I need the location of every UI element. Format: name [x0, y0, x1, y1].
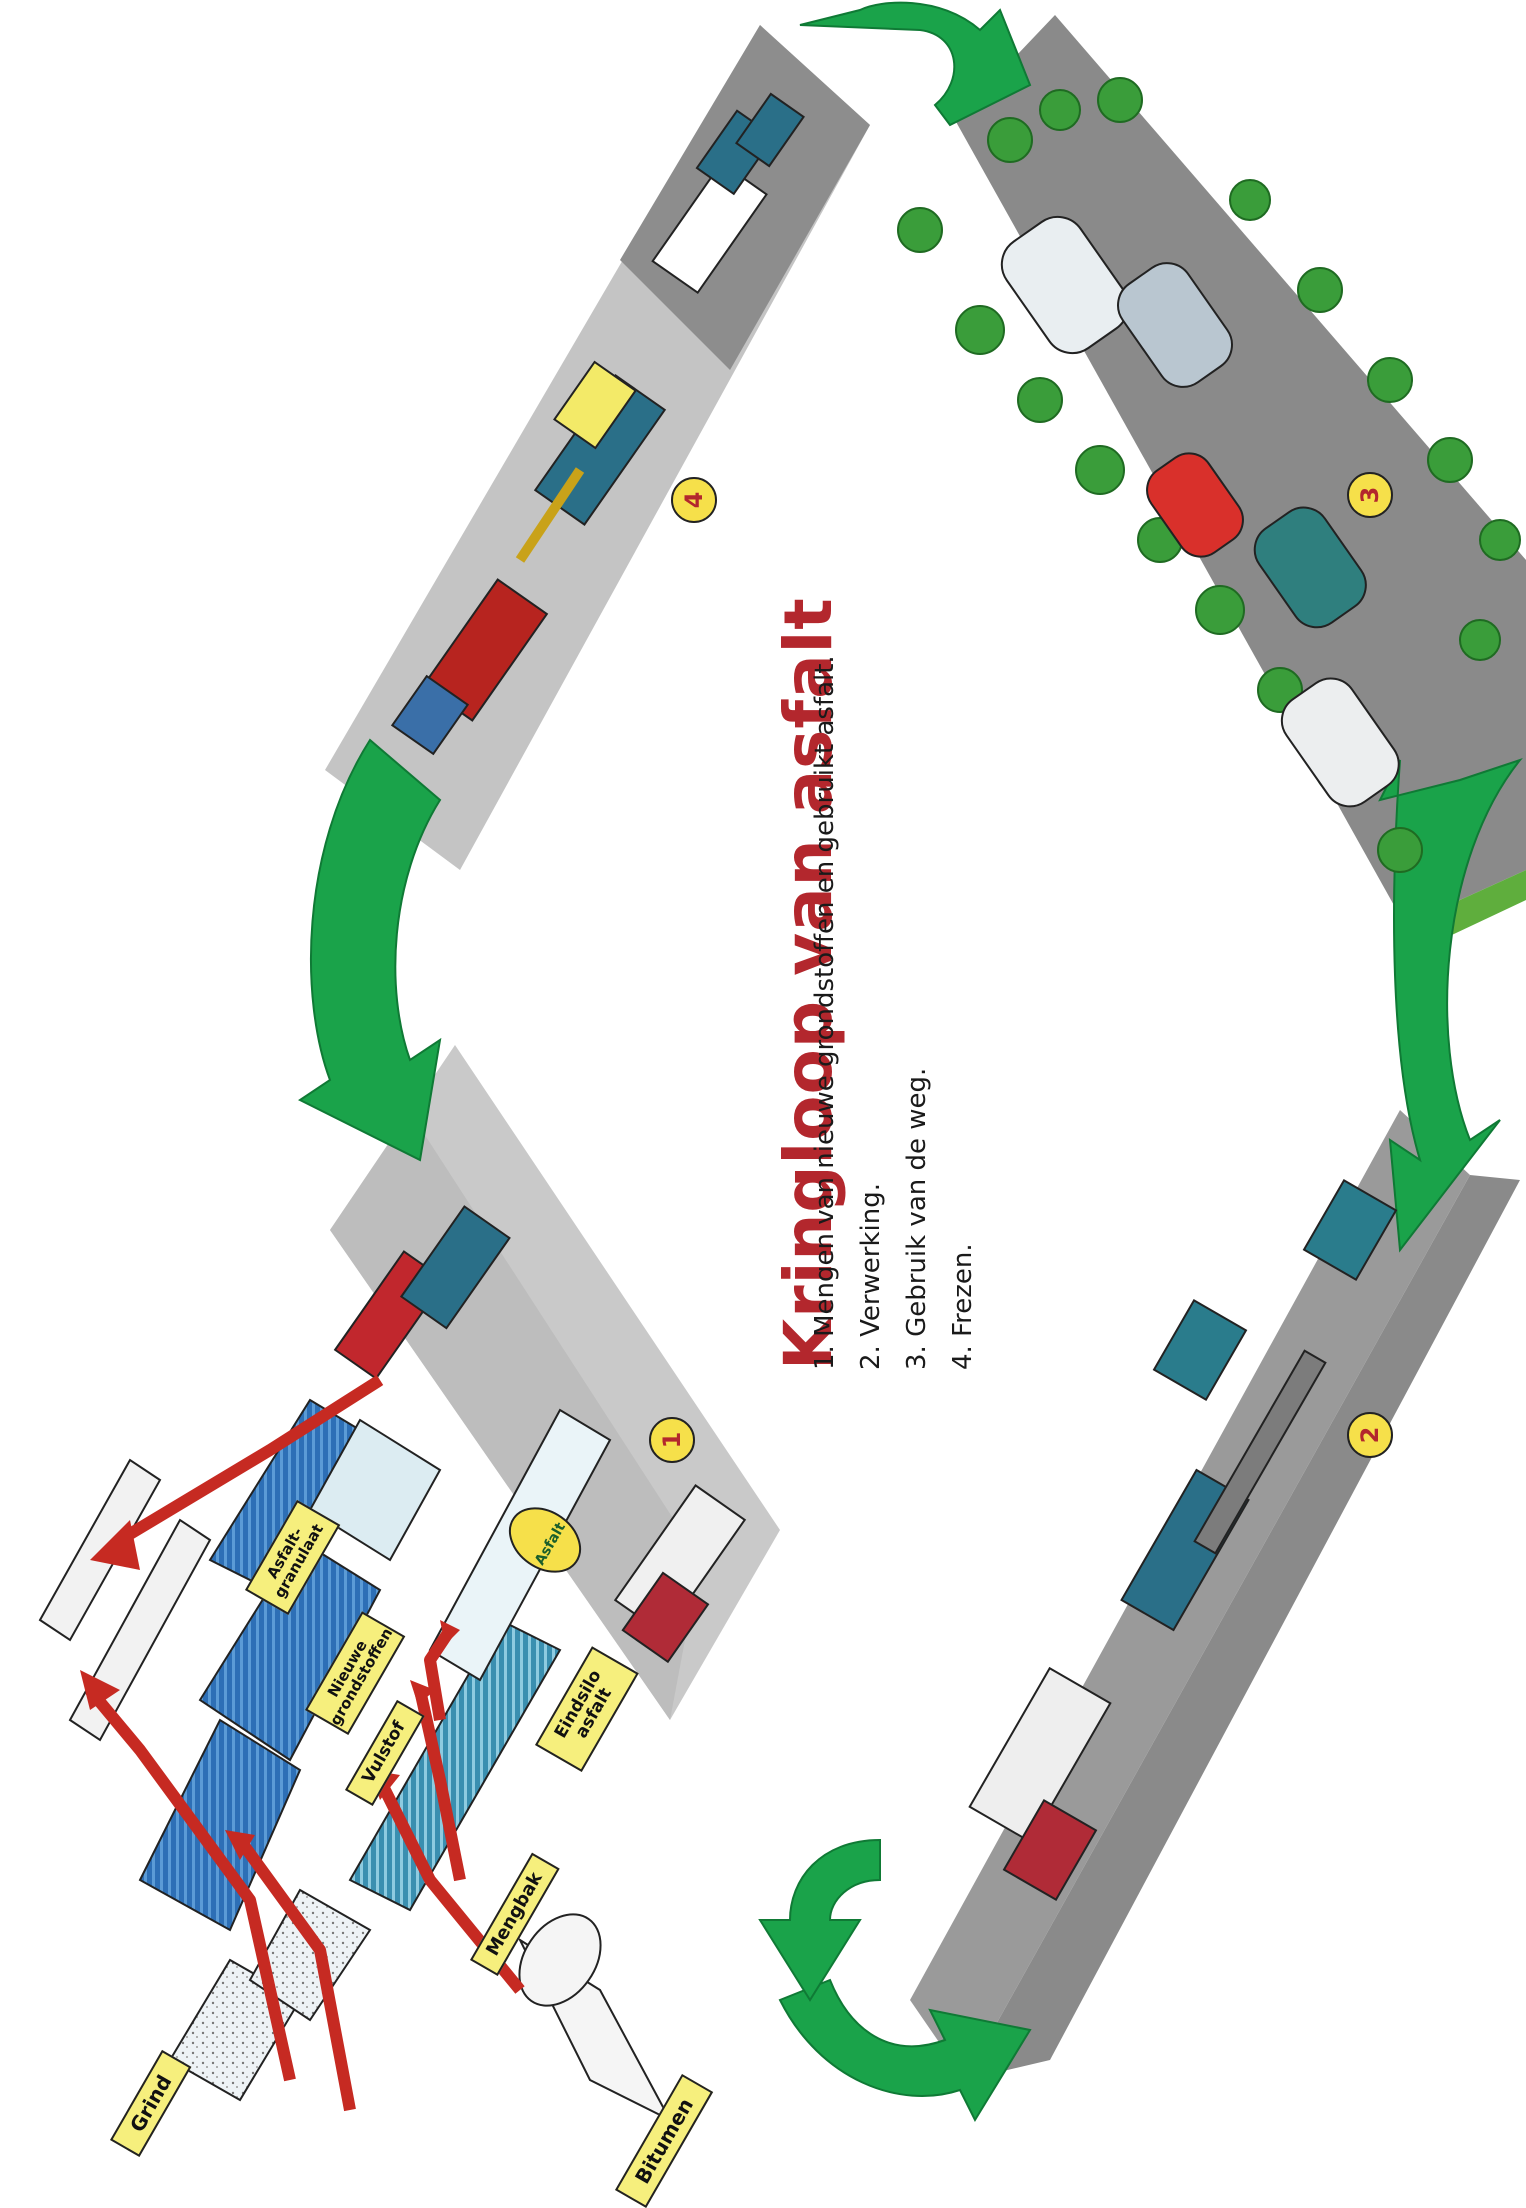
badge-number-4: 4 — [680, 492, 708, 509]
raw-materials — [170, 1890, 670, 2120]
step-3-text: 3. Gebruik van de weg. — [902, 1068, 932, 1370]
step-4-text: 4. Frezen. — [948, 1243, 978, 1370]
asphalt-plant — [40, 1206, 745, 1930]
cycle-arrow-left — [300, 740, 440, 1160]
roller-1 — [1154, 1300, 1246, 1399]
cycle-arrows — [300, 3, 1520, 2120]
road-band-paving — [910, 1110, 1520, 2080]
step-2-text: 2. Verwerking. — [856, 1183, 886, 1370]
badge-number-2: 2 — [1356, 1427, 1384, 1444]
badge-number-3: 3 — [1356, 487, 1384, 504]
cycle-arrow-bottom-2 — [760, 1840, 880, 2000]
step-1-text: 1. Mengen van nieuwe grondstoffen en geb… — [810, 655, 840, 1370]
badge-number-1: 1 — [658, 1432, 686, 1449]
